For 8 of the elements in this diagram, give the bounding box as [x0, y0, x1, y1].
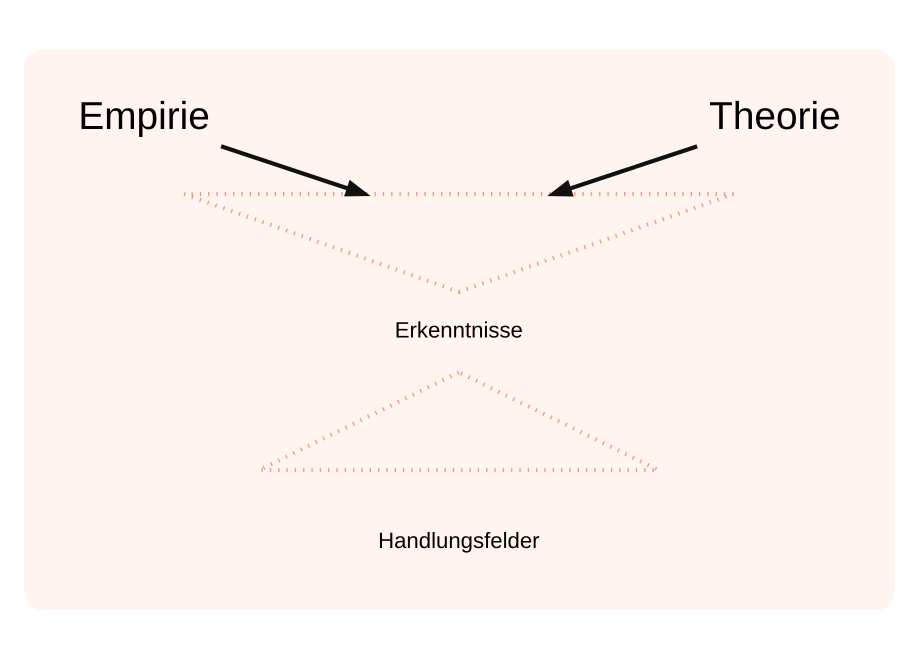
node-label: Handlungsfelder	[378, 528, 540, 553]
node-label: Erkenntnisse	[394, 316, 523, 342]
node-text: Empirie	[78, 94, 210, 138]
node-text: Theorie	[709, 94, 841, 138]
arrow	[547, 144, 698, 196]
arrow	[220, 144, 371, 196]
cluster	[24, 49, 895, 610]
node-triangle	[182, 192, 736, 294]
